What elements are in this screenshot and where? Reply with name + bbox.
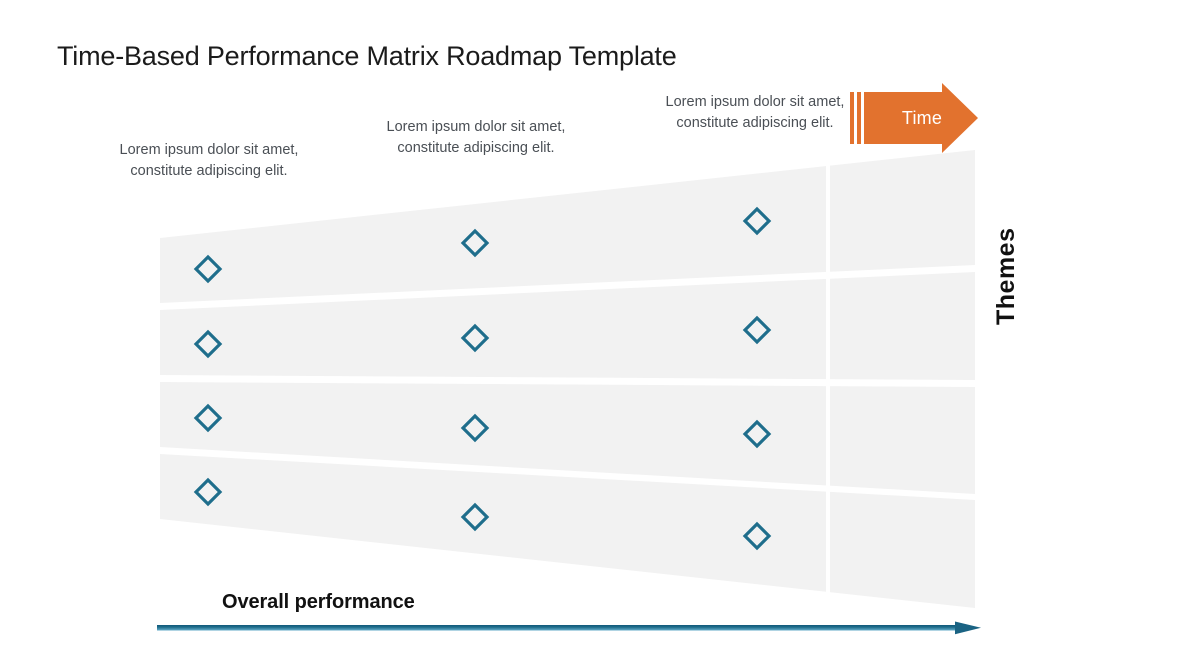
performance-axis-arrow	[155, 620, 983, 640]
matrix-band-3	[160, 382, 975, 494]
diamond-marker	[460, 502, 490, 532]
matrix-marker-group-column-3	[742, 206, 772, 551]
matrix-marker-group-column-2	[460, 228, 490, 532]
time-arrow-stripe-1	[850, 92, 854, 144]
column-caption-2: Lorem ipsum dolor sit amet, constitute a…	[386, 119, 566, 157]
diamond-marker	[193, 477, 223, 507]
diamond-marker	[742, 419, 772, 449]
matrix-marker-group-column-1	[193, 254, 223, 507]
axis-label-overall-performance: Overall performance	[222, 591, 415, 613]
diamond-marker	[193, 403, 223, 433]
axis-label-themes: Themes	[992, 227, 1020, 325]
diamond-marker	[742, 521, 772, 551]
time-arrow-body	[864, 83, 978, 153]
column-caption-3: Lorem ipsum dolor sit amet, constitute a…	[665, 94, 845, 132]
diamond-marker	[460, 413, 490, 443]
matrix-band-2	[160, 272, 975, 380]
matrix-column-separator	[826, 145, 830, 615]
performance-axis-line	[157, 625, 961, 631]
diamond-marker	[460, 323, 490, 353]
time-arrow[interactable]: Time	[850, 83, 978, 153]
diamond-marker	[742, 315, 772, 345]
diamond-marker	[193, 254, 223, 284]
time-arrow-stripe-2	[857, 92, 861, 144]
matrix-band-4	[160, 454, 975, 608]
performance-axis-arrowhead	[955, 621, 981, 635]
diamond-marker	[193, 329, 223, 359]
diamond-marker	[742, 206, 772, 236]
page-title: Time-Based Performance Matrix Roadmap Te…	[57, 41, 677, 71]
diamond-marker	[460, 228, 490, 258]
column-caption-1: Lorem ipsum dolor sit amet, constitute a…	[119, 142, 299, 180]
